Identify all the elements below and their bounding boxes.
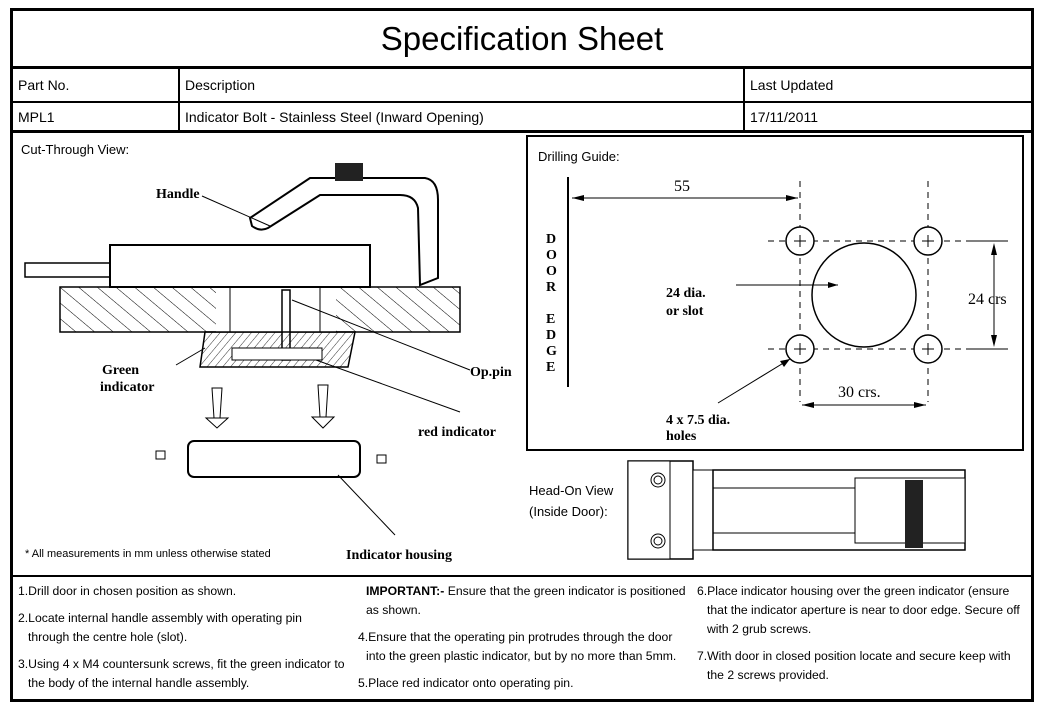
instruction-6-cont: that the indicator aperture is near to d… <box>707 603 1020 617</box>
instructions-col-2: IMPORTANT:- Ensure that the green indica… <box>358 582 696 693</box>
door-edge-letter: G <box>546 344 557 359</box>
door-edge-letter: O <box>546 248 557 263</box>
table-divider <box>13 101 1031 103</box>
head-on-title-1: Head-On View <box>529 483 614 498</box>
holes-line1: 4 x 7.5 dia. <box>666 413 730 428</box>
holes-line2: holes <box>666 429 697 444</box>
instruction-2: 2.Locate internal handle assembly with o… <box>18 611 302 625</box>
instruction-7-cont: the 2 screws provided. <box>707 668 829 682</box>
measurements-footnote: * All measurements in mm unless otherwis… <box>25 548 271 560</box>
handle-loop <box>248 177 439 287</box>
important-text: Ensure that the green indicator is posit… <box>444 584 686 598</box>
dim-24crs: 24 crs <box>968 291 1007 308</box>
label-red-indicator: red indicator <box>418 425 496 440</box>
door-edge-letter: E <box>546 360 555 375</box>
instruction-3: 3.Using 4 x M4 countersunk screws, fit t… <box>18 657 345 671</box>
handle-body <box>109 244 371 288</box>
drilling-guide-drawing: 55 24 crs 30 crs. 24 dia. or <box>546 177 1008 444</box>
handle-grip <box>335 163 363 181</box>
door-edge-letter: O <box>546 264 557 279</box>
cut-through-drawing: Handle Green indicator Op.pin red indica… <box>24 163 512 563</box>
head-on-drawing <box>627 460 966 560</box>
dim-30crs: 30 crs. <box>838 384 881 401</box>
header-last-updated: Last Updated <box>750 77 834 93</box>
cut-through-title: Cut-Through View: <box>21 142 130 157</box>
door-edge-letter: D <box>546 328 556 343</box>
last-updated-value: 17/11/2011 <box>750 108 818 125</box>
indicator-housing-shape <box>187 440 361 478</box>
drilling-guide-title: Drilling Guide: <box>538 149 620 164</box>
label-handle: Handle <box>156 187 200 202</box>
part-no-value: MPL1 <box>18 108 55 125</box>
instructions-col-1: 1.Drill door in chosen position as shown… <box>18 582 356 693</box>
door-edge-letter: R <box>546 280 557 295</box>
instruction-6-cont2: with 2 grub screws. <box>707 622 812 636</box>
instruction-3-cont: the body of the internal handle assembly… <box>28 676 250 690</box>
dim-55: 55 <box>674 178 690 195</box>
instruction-6: 6.Place indicator housing over the green… <box>697 584 1010 598</box>
description-value: Indicator Bolt - Stainless Steel (Inward… <box>185 108 484 125</box>
label-green-indicator-2: indicator <box>100 380 154 395</box>
page-title: Specification Sheet <box>13 11 1031 69</box>
important-text-cont: as shown. <box>366 603 421 617</box>
instructions-divider <box>13 575 1031 577</box>
head-on-title-2: (Inside Door): <box>529 504 608 519</box>
header-part-no: Part No. <box>18 77 70 93</box>
header-description: Description <box>185 77 256 93</box>
table-col-divider <box>178 69 180 131</box>
important-label: IMPORTANT:- <box>366 584 445 598</box>
dia-line1: 24 dia. <box>666 286 706 301</box>
instruction-7: 7.With door in closed position locate an… <box>697 649 1011 663</box>
specification-sheet: Specification Sheet Part No. Description… <box>10 8 1034 702</box>
instruction-4: 4.Ensure that the operating pin protrude… <box>358 630 673 644</box>
door-edge-letter: D <box>546 232 556 247</box>
centre-slot <box>811 242 917 348</box>
door-edge-letter: E <box>546 312 555 327</box>
label-indicator-housing: Indicator housing <box>346 548 452 563</box>
instruction-2-cont: through the centre hole (slot). <box>28 630 188 644</box>
label-op-pin: Op.pin <box>470 365 512 380</box>
instruction-1: 1.Drill door in chosen position as shown… <box>18 584 237 598</box>
table-bottom-border <box>13 130 1031 133</box>
instruction-5: 5.Place red indicator onto operating pin… <box>358 676 574 690</box>
drilling-guide-box: Drilling Guide: 55 24 crs <box>526 135 1024 451</box>
dia-line2: or slot <box>666 304 704 319</box>
instruction-4-cont: into the green plastic indicator, but by… <box>366 649 677 663</box>
instructions-col-3: 6.Place indicator housing over the green… <box>697 582 1027 685</box>
table-col-divider <box>743 69 745 131</box>
label-green-indicator-1: Green <box>102 363 139 378</box>
important-note: IMPORTANT:- Ensure that the green indica… <box>358 582 696 601</box>
